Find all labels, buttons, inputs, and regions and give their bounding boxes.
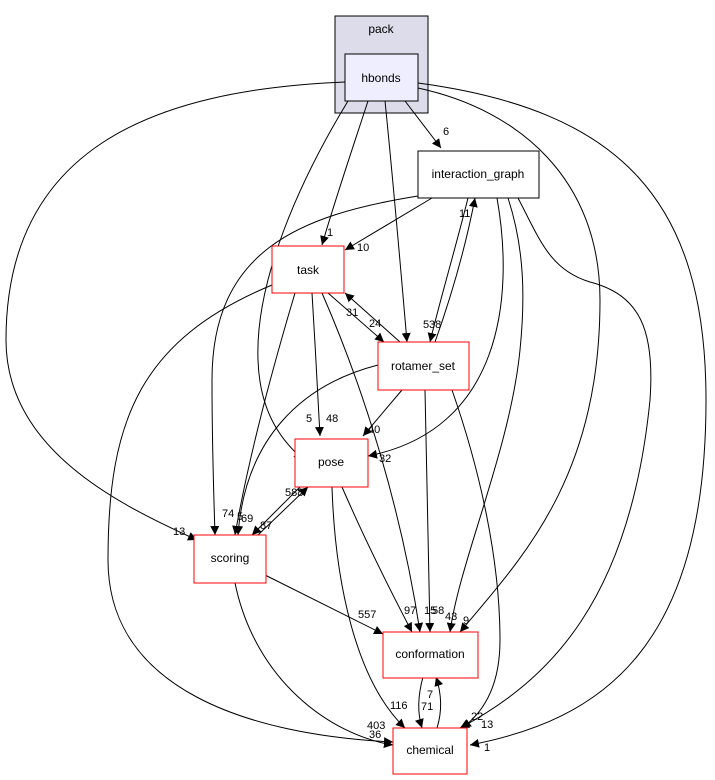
edge-label-interaction_graph-rotamer_set: 38 (429, 319, 441, 331)
node-chemical-label: chemical (406, 743, 453, 757)
edge-task-chemical[interactable] (107, 284, 394, 747)
edge-label-interaction_graph-chemical: 13 (481, 719, 493, 731)
edge-interaction_graph-chemical[interactable] (459, 197, 652, 729)
edge-rotamer_set-task[interactable] (344, 292, 401, 343)
node-rotamer_set[interactable]: rotamer_set (377, 341, 470, 391)
node-interaction_graph-label: interaction_graph (432, 167, 525, 181)
node-rotamer_set-box (377, 341, 470, 391)
edge-label-task-conformation: 15 (424, 605, 436, 617)
edge-label-rotamer_set-pose: 40 (368, 424, 380, 436)
edge-pose-scoring[interactable] (251, 486, 301, 536)
node-pose[interactable]: pose (294, 438, 369, 488)
node-interaction_graph[interactable]: interaction_graph (417, 150, 540, 199)
edge-label-scoring-pose: 588 (285, 487, 303, 499)
edge-label-hbonds-interaction_graph: 6 (443, 126, 449, 138)
edge-label-interaction_graph-task: 10 (357, 242, 369, 254)
edge-label-task-rotamer_set: 24 (369, 318, 381, 330)
node-scoring-label: scoring (211, 551, 250, 565)
edge-label-interaction_graph-scoring: 74 (222, 508, 234, 520)
node-scoring-box (193, 534, 267, 584)
edge-conformation-chemical[interactable] (415, 676, 424, 729)
edge-label-scoring-chemical: 403 (367, 720, 385, 732)
edge-label-hbonds-rotamer_set: 5 (423, 319, 429, 331)
node-hbonds-label: hbonds (361, 71, 400, 85)
edge-label-rotamer_set-conformation: 58 (432, 605, 444, 617)
edge-rotamer_set-interaction_graph[interactable] (434, 197, 478, 343)
edge-hbonds-conformation[interactable] (417, 87, 601, 633)
node-conformation-label: conformation (395, 647, 464, 661)
edge-hbonds-pose[interactable] (257, 100, 349, 461)
node-conformation-box (382, 631, 479, 679)
edge-rotamer_set-scoring[interactable] (234, 364, 379, 536)
edge-interaction_graph-pose[interactable] (367, 197, 504, 459)
edge-label-rotamer_set-task: 31 (346, 307, 358, 319)
node-scoring[interactable]: scoring (193, 534, 267, 584)
edge-hbonds-rotamer_set[interactable] (384, 100, 411, 343)
edge-label-conformation-chemical: 71 (421, 701, 433, 713)
cluster-pack-label: pack (368, 22, 394, 36)
edge-label-hbonds-conformation: 9 (463, 615, 469, 627)
edge-rotamer_set-chemical[interactable] (451, 389, 501, 729)
edge-label-chemical-conformation: 7 (427, 689, 433, 701)
edge-task-conformation[interactable] (321, 292, 424, 633)
node-chemical[interactable]: chemical (392, 727, 468, 775)
edge-scoring-pose[interactable] (257, 486, 309, 536)
node-rotamer_set-label: rotamer_set (391, 359, 456, 373)
node-conformation[interactable]: conformation (382, 631, 479, 679)
node-interaction_graph-box (417, 150, 540, 199)
node-task[interactable]: task (271, 245, 345, 294)
edge-label-hbonds-pose: 5 (306, 413, 312, 425)
edge-interaction_graph-rotamer_set[interactable] (427, 197, 469, 343)
edge-hbonds-chemical[interactable] (417, 82, 707, 748)
edge-interaction_graph-conformation[interactable] (446, 197, 524, 633)
edge-label-hbonds-task: 1 (327, 227, 333, 239)
edge-label-task-chemical: 36 (369, 729, 381, 741)
edge-labels: 6 1 5 5 13 9 1 10 38 32 74 43 13 24 48 5… (173, 126, 493, 754)
edge-rotamer_set-pose[interactable] (362, 389, 403, 437)
edges (5, 81, 707, 749)
node-task-label: task (297, 263, 320, 277)
edge-scoring-chemical[interactable] (234, 582, 394, 749)
edge-hbonds-interaction_graph[interactable] (404, 100, 442, 149)
edge-hbonds-task[interactable] (320, 100, 369, 246)
edge-rotamer_set-conformation[interactable] (424, 389, 435, 633)
edge-label-interaction_graph-pose: 32 (379, 453, 391, 465)
edge-label-task-pose: 48 (326, 413, 338, 425)
edge-hbonds-scoring[interactable] (5, 81, 346, 541)
edge-label-interaction_graph-conformation: 43 (445, 611, 457, 623)
edge-chemical-conformation[interactable] (434, 676, 444, 729)
node-task-box (271, 245, 345, 294)
edge-label-pose-scoring: 87 (260, 520, 272, 532)
node-pose-label: pose (318, 455, 344, 469)
edge-task-rotamer_set[interactable] (327, 292, 385, 343)
edge-label-rotamer_set-interaction_graph: 11 (459, 208, 470, 220)
node-hbonds-box (344, 53, 419, 102)
edge-pose-chemical[interactable] (331, 486, 406, 729)
edge-task-pose[interactable] (311, 292, 324, 437)
node-chemical-box (392, 727, 468, 775)
edge-interaction_graph-scoring[interactable] (210, 195, 419, 536)
edge-label-hbonds-scoring: 13 (173, 526, 185, 538)
edge-interaction_graph-task[interactable] (344, 197, 433, 251)
node-hbonds[interactable]: hbonds (344, 53, 419, 102)
edge-label-rotamer_set-chemical: 22 (471, 711, 483, 723)
edge-label-scoring-conformation: 557 (358, 609, 376, 621)
edge-label-rotamer_set-scoring: 69 (241, 513, 253, 525)
edge-label-hbonds-chemical: 1 (484, 742, 490, 754)
node-pose-box (294, 438, 369, 488)
edge-task-scoring[interactable] (232, 292, 296, 536)
edge-label-pose-conformation: 97 (404, 605, 416, 617)
edge-scoring-conformation[interactable] (264, 574, 384, 635)
edge-label-task-scoring: 5 (237, 511, 243, 523)
edge-label-pose-chemical: 116 (390, 700, 408, 712)
edge-pose-conformation[interactable] (341, 486, 413, 633)
